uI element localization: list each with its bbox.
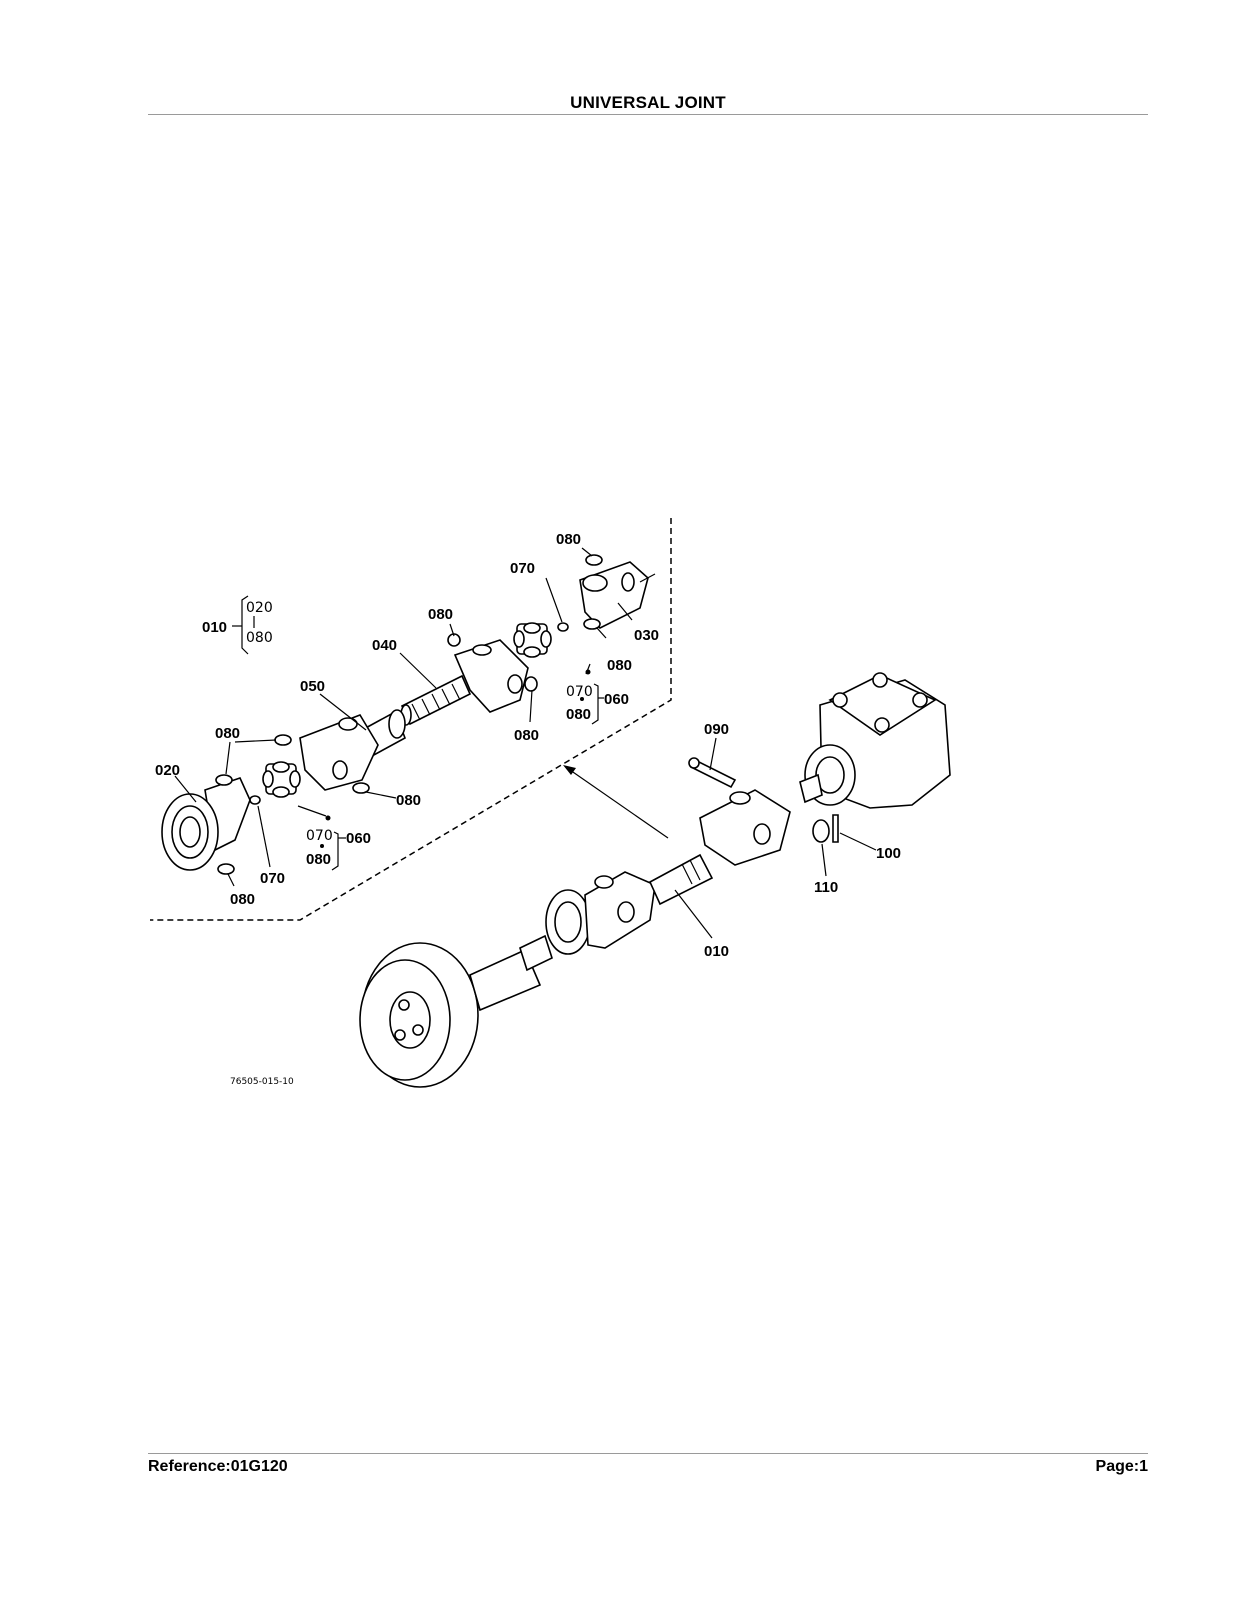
washer-110 (812, 819, 830, 843)
callout-label: 040 (372, 637, 397, 654)
callout-label: 080 (396, 792, 421, 809)
callout-label: 070 (306, 828, 333, 844)
drawing-code: 76505-015-10 (230, 1077, 294, 1087)
callout-label: 030 (634, 627, 659, 644)
header-divider (148, 114, 1148, 115)
callout-label: 070 (510, 560, 535, 577)
yoke-020 (161, 777, 251, 871)
snap-ring-040-side (524, 676, 538, 692)
footer-divider (148, 1453, 1148, 1454)
grease-nipple-upper (557, 622, 569, 632)
key-100 (832, 814, 839, 843)
assembled-main-shaft (648, 853, 714, 906)
assembled-yoke-rear (699, 789, 791, 866)
callout-label: 020 (155, 762, 180, 779)
snap-ring-top (585, 554, 603, 566)
assembly-key-child: 080 (246, 630, 273, 646)
callout-label: 080 (306, 851, 331, 868)
footer-page-number: Page:1 (1095, 1458, 1148, 1475)
pulley-wheel (359, 942, 542, 1088)
callout-label: 080 (215, 725, 240, 742)
bolt-090 (688, 757, 737, 789)
leader-lines (174, 547, 877, 939)
callout-label: 060 (346, 830, 371, 847)
callout-label: 070 (260, 870, 285, 887)
snap-ring-050-top (274, 734, 292, 746)
snap-ring-020-top (215, 774, 233, 786)
pulley-spline-stub (519, 934, 553, 972)
yoke-040 (453, 639, 529, 713)
explode-arrow (563, 765, 669, 839)
footer-reference: Reference:01G120 (148, 1458, 288, 1475)
snap-ring-050-side (352, 782, 370, 794)
tube-yoke-050 (299, 709, 406, 791)
callout-label: 050 (300, 678, 325, 695)
callout-label: 090 (704, 721, 729, 738)
snap-ring-040-top (447, 633, 461, 647)
gearbox (799, 672, 951, 809)
detail-dot-lower (325, 815, 331, 821)
callout-label: 080 (607, 657, 632, 674)
callout-label: 070 (566, 684, 593, 700)
callout-label: 080 (556, 531, 581, 548)
callout-label: 100 (876, 845, 901, 862)
splined-shaft-040 (400, 674, 472, 726)
bracket-groups (232, 595, 604, 871)
assembled-yoke-front (545, 871, 656, 955)
cross-journal-upper (513, 622, 552, 658)
assembly-key-parent: 010 (202, 619, 227, 636)
callout-label: 080 (428, 606, 453, 623)
callout-label: 080 (230, 891, 255, 908)
callout-label: 080 (566, 706, 591, 723)
assembly-key-child: 020 (246, 600, 273, 616)
yoke-030 (579, 561, 656, 629)
snap-ring-020-bottom (217, 863, 235, 875)
grease-nipple-lower (249, 795, 261, 805)
snap-ring-030-lower (583, 618, 601, 630)
page-title: UNIVERSAL JOINT (570, 93, 726, 112)
cross-journal-lower (262, 761, 301, 798)
exploded-view-boundary (150, 518, 672, 921)
callout-label: 110 (814, 879, 838, 896)
callout-label: 060 (604, 691, 629, 708)
callout-label: 080 (514, 727, 539, 744)
callout-label: 010 (704, 943, 729, 960)
